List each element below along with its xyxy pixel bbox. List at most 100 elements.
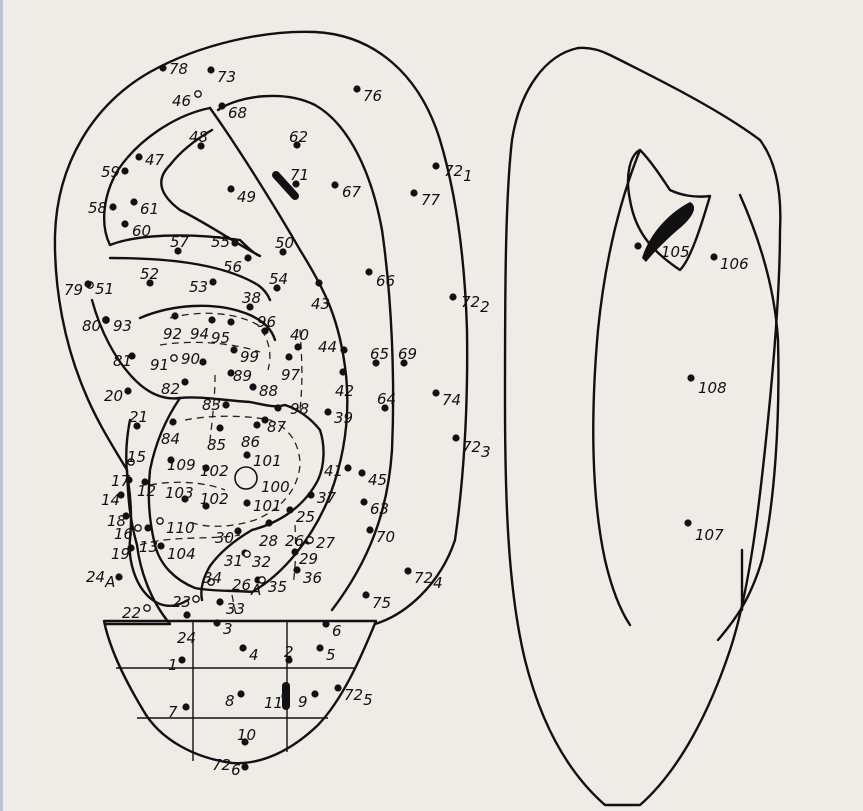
point-74-52-marker [432, 389, 439, 396]
point-92-32-label: 92 [163, 325, 182, 343]
point-83-50-label: 83 [202, 396, 221, 414]
point-60-16-label: 60 [132, 222, 151, 240]
point-72-6-114-marker [241, 763, 248, 770]
point-69-39-label: 69 [398, 345, 417, 363]
point-7-112-marker [182, 703, 189, 710]
point-72-2-29-marker [449, 293, 456, 300]
point-39-54-marker [324, 408, 331, 415]
point-6-103-label: 6 [332, 622, 342, 640]
point-49-13-marker [227, 185, 234, 192]
point-40-36-marker [294, 343, 301, 350]
point-104-87-marker [157, 542, 164, 549]
point-19-86-label: 19 [111, 545, 130, 563]
point-101-74-label: 101 [253, 497, 282, 515]
point-15-61-label: 15 [127, 448, 146, 466]
point-13-85-marker [144, 524, 151, 531]
point-24-a-91-label: 24A [86, 568, 115, 591]
point-75-99-marker [362, 591, 369, 598]
point-72-3-60-label: 723 [462, 438, 491, 461]
point-76-4-marker [353, 85, 360, 92]
point-38-28-label: 38 [242, 289, 261, 307]
point-61-15-marker [130, 198, 137, 205]
point-102-71-label: 102 [200, 490, 229, 508]
point-31-88-label: 31 [224, 552, 243, 570]
point-47-8-label: 47 [145, 151, 165, 169]
point-44-37-marker [340, 346, 347, 353]
point-64-51-label: 64 [377, 390, 396, 408]
point-27-83-label: 27 [316, 534, 336, 552]
point-28-81-label: 28 [259, 532, 278, 550]
point-13-85-label: 13 [139, 538, 158, 556]
point-37-72-label: 37 [317, 489, 337, 507]
point-27-83-marker [307, 537, 313, 543]
point-107-118-marker [684, 519, 691, 526]
point-8-108-marker [237, 690, 244, 697]
point-59-7-marker [121, 167, 128, 174]
point-72-4-96-marker [404, 567, 411, 574]
point-23-97-label: 23 [172, 593, 191, 611]
point-98-53-label: 98 [290, 400, 309, 418]
point-77-12-label: 77 [421, 191, 441, 209]
point-110-78-marker [157, 518, 163, 524]
point-101-74-marker [243, 499, 250, 506]
point-1-105-marker [178, 656, 185, 663]
point-4-106-marker [239, 644, 246, 651]
point-46-2-marker [195, 91, 201, 97]
point-16-79-label: 16 [114, 525, 133, 543]
point-108-117-marker [687, 374, 694, 381]
point-92-32-marker [171, 312, 178, 319]
point-87-56-label: 87 [267, 418, 287, 436]
point-72-3-60-marker [452, 434, 459, 441]
point-97-45-label: 97 [281, 366, 301, 384]
point-25-76-marker [286, 506, 293, 513]
point-73-1-marker [207, 66, 214, 73]
point-11-109-label: 11 [264, 694, 283, 712]
point-12-68-label: 12 [137, 482, 156, 500]
point-104-87-label: 104 [167, 545, 196, 563]
point-32-89-label: 32 [252, 553, 271, 571]
point-52-21-label: 52 [140, 265, 159, 283]
point-48-5-label: 48 [189, 128, 208, 146]
point-43-27-marker [315, 279, 322, 286]
point-9-110-label: 9 [298, 693, 308, 711]
point-24-a-91-marker [115, 573, 122, 580]
point-53-22-label: 53 [189, 278, 208, 296]
point-33-98-label: 33 [226, 600, 245, 618]
point-5-107-label: 5 [326, 646, 336, 664]
ear-outlines [55, 32, 780, 805]
point-72-5-111-label: 725 [344, 686, 373, 709]
point-41-65-marker [344, 464, 351, 471]
point-6-103-marker [322, 620, 329, 627]
point-68-3-marker [218, 102, 225, 109]
point-90-42-label: 90 [181, 350, 200, 368]
point-45-66-label: 45 [368, 471, 387, 489]
point-94-33-label: 94 [190, 325, 209, 343]
point-70-84-marker [366, 526, 373, 533]
point-41-65-label: 41 [324, 462, 343, 480]
point-40-36-label: 40 [290, 326, 309, 344]
point-72-1-10-label: 721 [444, 162, 473, 185]
point-76-4-label: 76 [363, 87, 382, 105]
point-72-1-10-marker [432, 162, 439, 169]
point-47-8-marker [135, 153, 142, 160]
point-108-117-label: 108 [698, 379, 727, 397]
point-72-5-111-marker [334, 684, 341, 691]
point-3-102-marker [213, 619, 220, 626]
point-83-50-marker [222, 401, 229, 408]
point-22-100-label: 22 [122, 604, 141, 622]
point-91-41-marker [171, 355, 177, 361]
point-90-42-marker [199, 358, 206, 365]
point-29-90-marker [291, 548, 298, 555]
point-49-13-label: 49 [237, 188, 256, 206]
point-44-37-label: 44 [318, 338, 337, 356]
point-80-30-label: 80 [82, 317, 101, 335]
point-97-45-marker [285, 353, 292, 360]
point-56-20-label: 56 [223, 258, 242, 276]
point-106-116-label: 106 [720, 255, 749, 273]
point-95-34-marker [227, 318, 234, 325]
point-1-105-label: 1 [168, 656, 178, 674]
point-99-43-label: 99 [240, 348, 259, 366]
point-86-59-label: 86 [241, 433, 260, 451]
point-67-11-label: 67 [342, 183, 362, 201]
